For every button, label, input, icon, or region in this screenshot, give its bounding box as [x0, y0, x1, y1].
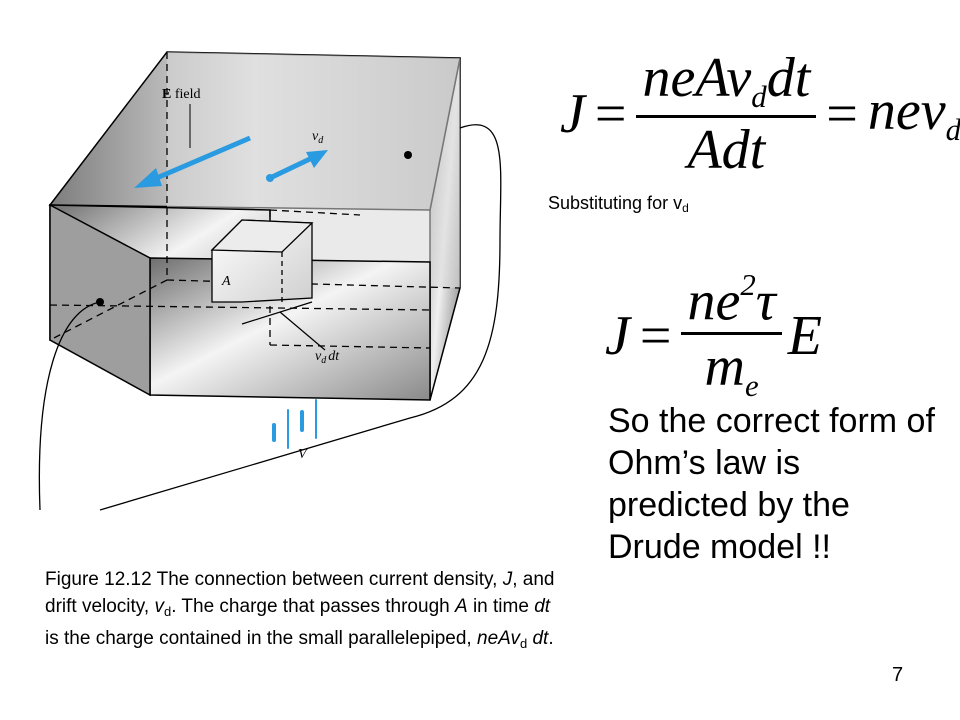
caption-part-4: in time	[467, 596, 535, 617]
caption-a: A	[454, 596, 468, 617]
eq1-numerator: neAvddt	[636, 50, 816, 113]
caption-dt: dt	[534, 596, 551, 617]
substituting-main: Substituting for v	[548, 193, 683, 213]
caption-part-2: , and drift velocity,	[45, 569, 555, 617]
eq1-fraction: neAvddt Adt	[636, 50, 817, 181]
eq1-rhs-sub: d	[945, 112, 960, 147]
eq2-den-sub: e	[745, 368, 759, 403]
small-parallelepiped-top	[210, 219, 314, 253]
circuit-wire	[38, 124, 502, 511]
caption-v: v	[154, 596, 164, 617]
caption-part-5: is the charge contained in the small par…	[45, 628, 477, 649]
vddt-dimension	[241, 301, 326, 351]
eq2-denominator: me	[699, 339, 765, 402]
contact-point-right	[404, 151, 412, 159]
eq2-fraction-bar	[681, 331, 782, 335]
page-number: 7	[892, 664, 904, 686]
caption-v-sub: d	[163, 604, 172, 619]
eq2-num-a: ne	[687, 270, 741, 333]
caption-neav: neAv	[477, 628, 520, 649]
caption-part-1: Figure 12.12 The connection between curr…	[45, 569, 503, 590]
substituting-sub: d	[682, 201, 689, 215]
eq2-equals: =	[639, 304, 672, 367]
area-label: A	[221, 274, 231, 289]
eq1-rhs-main: nev	[867, 79, 946, 142]
eq1-denominator: Adt	[687, 118, 766, 181]
current-density-equation: J = neAvddt Adt = nevd	[560, 50, 960, 178]
battery-icon	[272, 399, 317, 449]
vd-label: vd	[312, 129, 324, 146]
voltage-label: V	[298, 447, 308, 462]
eq2-fraction: ne2τ me	[681, 270, 782, 402]
eq1-equals-2: =	[826, 82, 858, 145]
substituting-text: Substituting for vd	[548, 193, 689, 215]
caption-dt-2: dt	[532, 628, 549, 649]
drude-equation: J = ne2τ me E	[605, 270, 822, 401]
eq2-num-b: τ	[755, 270, 776, 333]
eq1-lhs: J	[560, 82, 585, 145]
drift-velocity-arrow	[266, 150, 328, 182]
conclusion-text: So the correct form of Ohm’s law is pred…	[608, 402, 935, 566]
eq1-num-main: neAv	[642, 47, 752, 109]
eq2-numerator: ne2τ	[681, 270, 781, 330]
eq2-lhs: J	[605, 304, 630, 367]
figure-caption: Figure 12.12 The connection between curr…	[45, 566, 555, 657]
eq1-rhs: nevd	[868, 83, 960, 146]
eq1-num-sub: d	[751, 79, 767, 114]
caption-j: J	[502, 569, 513, 590]
caption-end: .	[548, 628, 554, 649]
e-field-label: E field	[162, 87, 201, 102]
eq2-num-sup: 2	[740, 268, 756, 302]
e-field-arrow	[134, 135, 251, 188]
eq2-tail: E	[787, 304, 822, 367]
caption-neav-sub: d	[519, 636, 528, 651]
eq1-fraction-bar	[636, 114, 817, 118]
eq2-den-main: m	[704, 335, 745, 398]
eq1-equals-1: =	[594, 82, 627, 145]
caption-part-3: . The charge that passes through	[171, 596, 455, 617]
eq1-num-tail: dt	[766, 47, 811, 109]
